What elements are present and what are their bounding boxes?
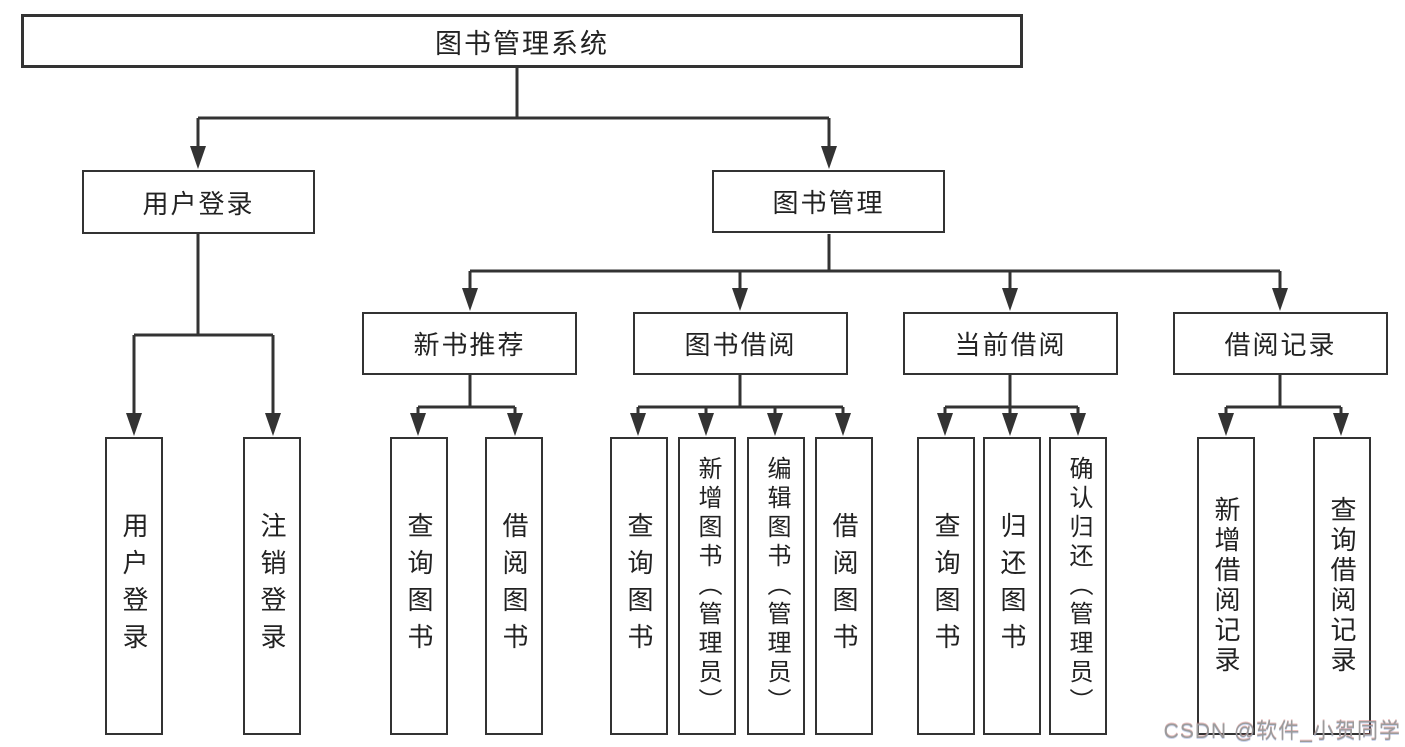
connector-user-login-split — [132, 234, 275, 414]
leaf-query-books-current: 查询图书 — [917, 437, 975, 735]
leaf-add-borrow-record-label: 新增借阅记录 — [1211, 496, 1241, 676]
leaf-user-login-label: 用户登录 — [119, 512, 149, 660]
connector-new-book-split — [416, 375, 517, 414]
leaf-add-books-admin-label: 新增图书（管理员） — [694, 455, 721, 717]
connector-borrowing-records-split — [1224, 375, 1343, 414]
connector-book-borrowing-split — [636, 375, 845, 414]
node-borrowing-records: 借阅记录 — [1173, 312, 1388, 375]
connector-book-management-split — [468, 234, 1282, 290]
node-current-borrowing: 当前借阅 — [903, 312, 1118, 375]
leaf-logout: 注销登录 — [243, 437, 301, 735]
leaf-return-books-label: 归还图书 — [997, 512, 1027, 660]
leaf-edit-books-admin: 编辑图书（管理员） — [747, 437, 805, 735]
csdn-watermark: CSDN @软件_小贺同学 — [1163, 720, 1401, 743]
leaf-logout-label: 注销登录 — [257, 512, 287, 660]
node-new-book-recommendation: 新书推荐 — [362, 312, 577, 375]
leaf-user-login: 用户登录 — [105, 437, 163, 735]
leaf-query-books-recommend: 查询图书 — [390, 437, 448, 735]
node-book-management: 图书管理 — [712, 170, 945, 233]
leaf-add-books-admin: 新增图书（管理员） — [678, 437, 736, 735]
connector-current-borrowing-split — [943, 375, 1080, 414]
leaf-query-books-current-label: 查询图书 — [931, 512, 961, 660]
leaf-return-books: 归还图书 — [983, 437, 1041, 735]
leaf-query-books-recommend-label: 查询图书 — [404, 512, 434, 660]
leaf-borrow-books-borrowing-label: 借阅图书 — [829, 512, 859, 660]
leaf-borrow-books-borrowing: 借阅图书 — [815, 437, 873, 735]
node-book-borrowing: 图书借阅 — [633, 312, 848, 375]
leaf-query-books-borrowing: 查询图书 — [610, 437, 668, 735]
leaf-edit-books-admin-label: 编辑图书（管理员） — [763, 455, 790, 717]
leaf-borrow-books-recommend-label: 借阅图书 — [499, 512, 529, 660]
leaf-query-borrow-record: 查询借阅记录 — [1313, 437, 1371, 735]
leaf-confirm-return-admin: 确认归还（管理员） — [1049, 437, 1107, 735]
node-library-management-system: 图书管理系统 — [21, 14, 1023, 68]
arrowheads — [126, 146, 1349, 436]
connector-root-to-level2 — [196, 68, 831, 148]
leaf-confirm-return-admin-label: 确认归还（管理员） — [1065, 455, 1092, 717]
node-user-login-group: 用户登录 — [82, 170, 315, 234]
leaf-borrow-books-recommend: 借阅图书 — [485, 437, 543, 735]
leaf-query-borrow-record-label: 查询借阅记录 — [1327, 496, 1357, 676]
leaf-query-books-borrowing-label: 查询图书 — [624, 512, 654, 660]
leaf-add-borrow-record: 新增借阅记录 — [1197, 437, 1255, 735]
